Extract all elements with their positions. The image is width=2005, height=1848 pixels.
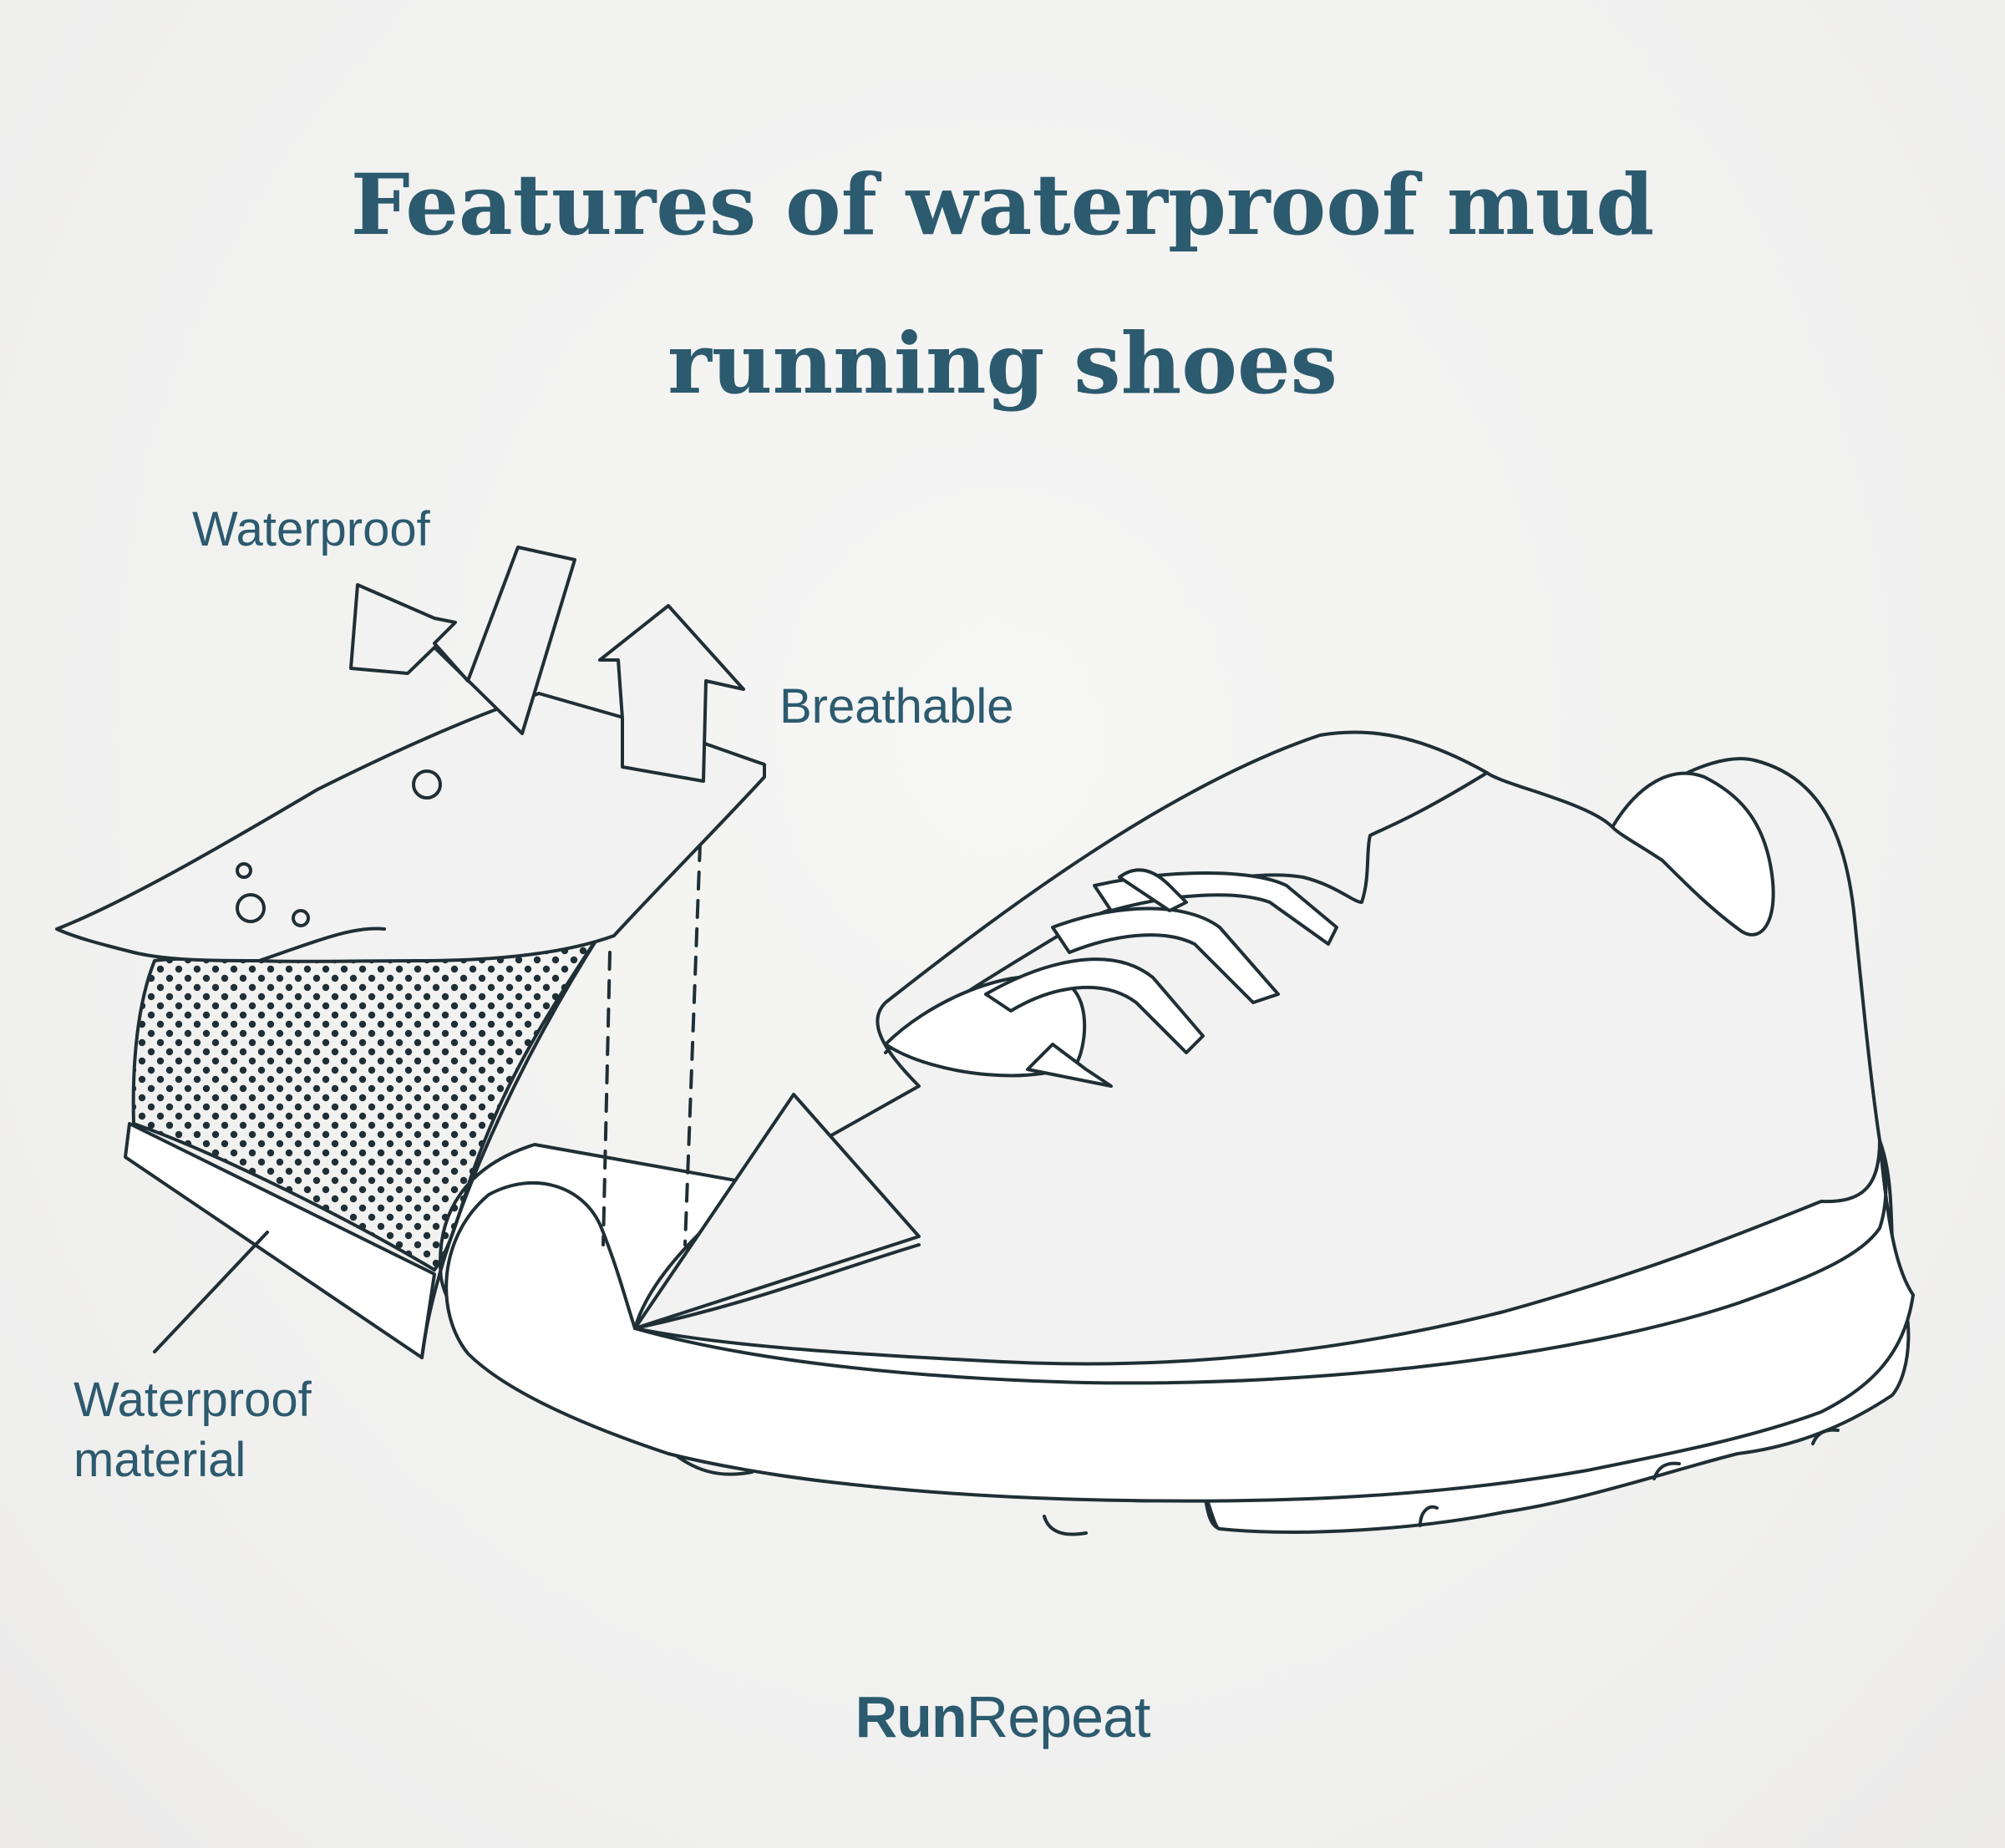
title-line-1: Features of waterproof mud <box>350 155 1655 254</box>
bubble-1 <box>412 769 442 800</box>
breathable-arrow <box>598 604 745 783</box>
shoe-upper <box>633 730 1881 1366</box>
tread-lugs <box>667 1428 1840 1536</box>
peeled-top-layer <box>55 692 766 963</box>
cutaway-dashed-1 <box>602 951 612 1246</box>
eye-stay <box>884 771 1489 1054</box>
brand-logo-run: Run <box>855 1684 967 1749</box>
title-line-2: running shoes <box>667 314 1338 413</box>
laces <box>884 868 1338 1088</box>
label-material-line-1: Waterproof <box>74 1373 312 1427</box>
tongue-flap <box>633 1093 921 1330</box>
heel-collar <box>1611 771 1775 937</box>
page-title: Features of waterproof mud running shoes <box>0 125 2005 443</box>
brand-logo: RunRepeat <box>0 1679 2005 1754</box>
material-pointer-line <box>153 1231 269 1353</box>
bubble-3 <box>292 909 310 927</box>
brand-logo-repeat: Repeat <box>966 1684 1151 1749</box>
midsole <box>444 1139 1915 1503</box>
waterproof-arrow <box>349 546 576 735</box>
label-material-line-2: material <box>74 1433 246 1487</box>
bubble-2 <box>236 893 266 923</box>
cutaway-dashed-2 <box>683 842 702 1246</box>
label-breathable: Breathable <box>779 679 1014 734</box>
layer-fold <box>257 927 386 962</box>
bubble-4 <box>236 862 252 879</box>
label-waterproof-material: Waterproof material <box>74 1370 312 1490</box>
label-waterproof: Waterproof <box>192 502 430 556</box>
toe-cap-line <box>633 1243 921 1330</box>
